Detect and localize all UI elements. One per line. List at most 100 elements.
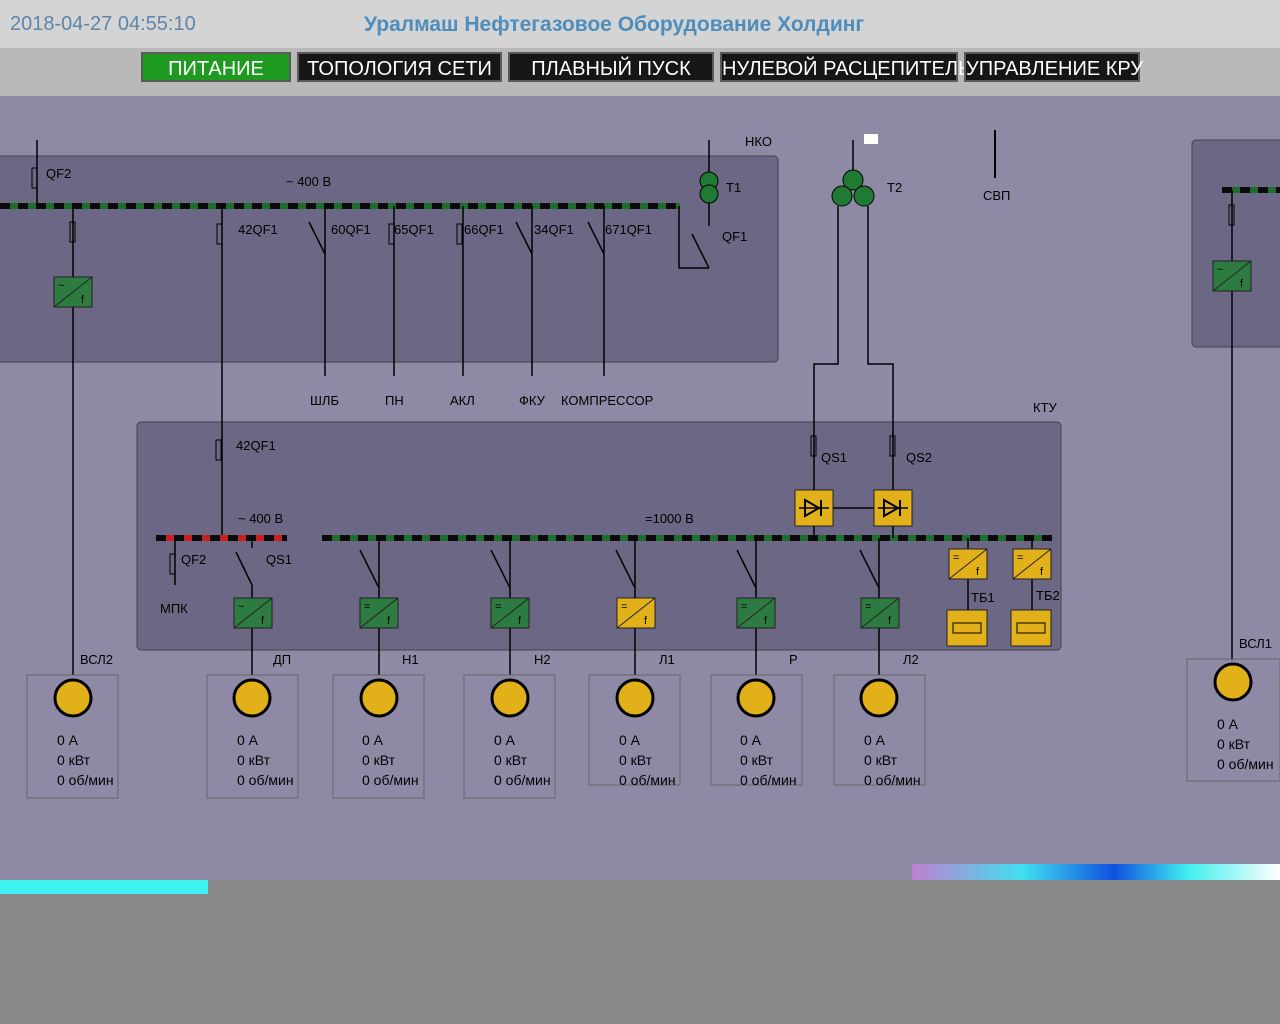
qf2-top-breaker[interactable] bbox=[31, 167, 38, 189]
34qf1-switch[interactable] bbox=[515, 221, 533, 255]
n1-converter[interactable]: =f bbox=[359, 597, 399, 629]
qs1-dp-switch[interactable] bbox=[235, 551, 253, 586]
motor-speed: 0 об/мин bbox=[619, 772, 676, 788]
motor-current: 0 А bbox=[362, 732, 384, 748]
motor-icon bbox=[490, 678, 530, 718]
t1-winding-2 bbox=[699, 184, 719, 204]
qs1-ktu-label: QS1 bbox=[821, 450, 847, 465]
motor-n1[interactable]: Н1 0 А 0 кВт 0 об/мин bbox=[332, 652, 425, 799]
qf1-label: QF1 bbox=[722, 229, 747, 244]
42qf1-ktu-breaker[interactable] bbox=[215, 439, 222, 461]
motor-name: Л2 bbox=[903, 652, 919, 667]
tb2-label: ТБ2 bbox=[1036, 588, 1060, 603]
tb2-resistor[interactable] bbox=[1010, 609, 1052, 647]
power-schematic: ~ 400 В QF2 ~f 42QF1 60QF1 65QF1 66QF1 3… bbox=[0, 130, 1280, 799]
tb1-converter[interactable]: =f bbox=[948, 548, 988, 580]
render-artifact-strip bbox=[912, 864, 1280, 880]
vsl1-breaker[interactable] bbox=[1228, 204, 1235, 226]
svg-text:=: = bbox=[1017, 552, 1023, 564]
qs2-ktu-label: QS2 bbox=[906, 450, 932, 465]
motor-name: Н1 bbox=[402, 652, 419, 667]
l1-switch[interactable] bbox=[615, 549, 636, 589]
n2-switch[interactable] bbox=[490, 549, 511, 589]
motor-icon bbox=[359, 678, 399, 718]
65qf1-breaker[interactable] bbox=[388, 223, 395, 245]
r-converter[interactable]: =f bbox=[736, 597, 776, 629]
tb2-converter[interactable]: =f bbox=[1012, 548, 1052, 580]
motor-vsl1[interactable]: ВСЛ1 0 А 0 кВт 0 об/мин bbox=[1186, 636, 1280, 782]
motor-power: 0 кВт bbox=[864, 752, 898, 768]
svg-text:f: f bbox=[888, 615, 892, 627]
svg-text:f: f bbox=[644, 615, 648, 627]
t2-winding-1 bbox=[842, 169, 864, 191]
qf2-ktu-breaker[interactable] bbox=[169, 553, 176, 575]
motor-icon bbox=[615, 678, 655, 718]
motor-l2[interactable]: Л2 0 А 0 кВт 0 об/мин bbox=[833, 652, 926, 788]
svg-text:f: f bbox=[387, 615, 391, 627]
ktu-label: КТУ bbox=[1033, 400, 1058, 415]
qs1-ktu-breaker[interactable] bbox=[810, 435, 817, 457]
vsl1-converter[interactable]: ~f bbox=[1212, 260, 1252, 292]
l2-switch[interactable] bbox=[859, 549, 880, 589]
l2-converter[interactable]: =f bbox=[860, 597, 900, 629]
feeder-akl: АКЛ bbox=[450, 393, 475, 408]
svg-text:f: f bbox=[261, 615, 265, 627]
n1-switch[interactable] bbox=[359, 549, 380, 589]
nav-zero-release-button[interactable]: НУЛЕВОЙ РАСЦЕПИТЕЛЬ bbox=[720, 52, 971, 82]
qf2-top-label: QF2 bbox=[46, 166, 71, 181]
company-title: Уралмаш Нефтегазовое Оборудование Холдин… bbox=[364, 13, 865, 36]
thyristor-1[interactable] bbox=[794, 489, 834, 527]
timestamp: 2018-04-27 04:55:10 bbox=[10, 13, 196, 35]
cut-label: НКО bbox=[745, 134, 772, 149]
motor-icon bbox=[736, 678, 776, 718]
motor-icon bbox=[53, 678, 93, 718]
42qf1-top-breaker[interactable] bbox=[216, 223, 223, 245]
thyristor-2[interactable] bbox=[873, 489, 913, 527]
qf1-switch[interactable] bbox=[691, 233, 710, 269]
svp-label: СВП bbox=[983, 188, 1010, 203]
671qf1-switch[interactable] bbox=[587, 221, 605, 255]
right-distribution-panel bbox=[1191, 139, 1280, 348]
feeder-compressor: КОМПРЕССОР bbox=[561, 393, 653, 408]
motor-r[interactable]: Р 0 А 0 кВт 0 об/мин bbox=[710, 652, 803, 788]
qs2-ktu-breaker[interactable] bbox=[889, 435, 896, 457]
nav-topology-button[interactable]: ТОПОЛОГИЯ СЕТИ bbox=[297, 52, 502, 82]
motor-power: 0 кВт bbox=[740, 752, 774, 768]
nav-softstart-button[interactable]: ПЛАВНЫЙ ПУСК bbox=[508, 52, 714, 82]
motor-current: 0 А bbox=[494, 732, 516, 748]
motor-dp[interactable]: ДП 0 А 0 кВт 0 об/мин bbox=[206, 652, 299, 799]
svg-text:=: = bbox=[741, 601, 747, 613]
motor-l1[interactable]: Л1 0 А 0 кВт 0 об/мин bbox=[588, 652, 681, 788]
qf2-ktu-label: QF2 bbox=[181, 552, 206, 567]
r-switch[interactable] bbox=[736, 549, 757, 589]
34qf1-label: 34QF1 bbox=[534, 222, 574, 237]
motor-name: Н2 bbox=[534, 652, 551, 667]
l1-converter[interactable]: =f bbox=[616, 597, 656, 629]
motor-current: 0 А bbox=[619, 732, 641, 748]
vsl2-converter[interactable]: ~f bbox=[53, 276, 93, 308]
t2-winding-2 bbox=[831, 185, 853, 207]
motor-vsl2[interactable]: ВСЛ2 0 А 0 кВт 0 об/мин bbox=[26, 652, 119, 799]
66qf1-label: 66QF1 bbox=[464, 222, 504, 237]
vsl2-breaker[interactable] bbox=[69, 221, 76, 243]
qs1-dp-label: QS1 bbox=[266, 552, 292, 567]
motor-n2[interactable]: Н2 0 А 0 кВт 0 об/мин bbox=[463, 652, 556, 799]
66qf1-breaker[interactable] bbox=[456, 223, 463, 245]
tb1-resistor[interactable] bbox=[946, 609, 988, 647]
60qf1-switch[interactable] bbox=[308, 221, 326, 255]
n2-converter[interactable]: =f bbox=[490, 597, 530, 629]
motor-speed: 0 об/мин bbox=[494, 772, 551, 788]
dp-converter[interactable]: ~f bbox=[233, 597, 273, 629]
nav-power-button[interactable]: ПИТАНИЕ bbox=[141, 52, 291, 82]
motor-icon bbox=[1213, 662, 1253, 702]
feeder-fku: ФКУ bbox=[519, 393, 546, 408]
motor-current: 0 А bbox=[1217, 716, 1239, 732]
svg-text:=: = bbox=[621, 601, 627, 613]
motor-power: 0 кВт bbox=[619, 752, 653, 768]
ktu-ac-voltage: ~ 400 В bbox=[238, 511, 283, 526]
svg-text:=: = bbox=[953, 552, 959, 564]
svg-text:f: f bbox=[81, 294, 85, 306]
nav-kru-control-button[interactable]: УПРАВЛЕНИЕ КРУ bbox=[964, 52, 1143, 82]
svg-text:f: f bbox=[518, 615, 522, 627]
motor-name: Л1 bbox=[659, 652, 675, 667]
